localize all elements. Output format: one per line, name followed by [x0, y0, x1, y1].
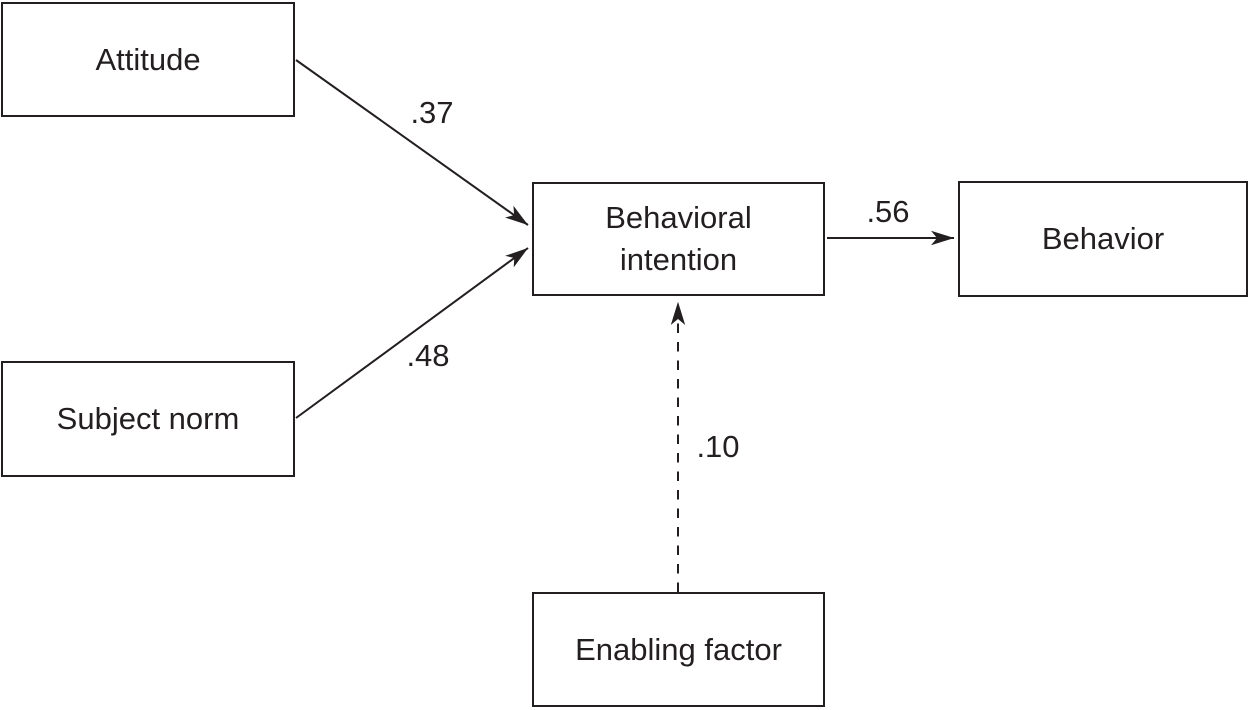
edge-subject-norm-to-intention-arrow — [295, 247, 529, 419]
node-behavior-label: Behavior — [1041, 221, 1165, 256]
node-enabling-factor: Enabling factor — [532, 592, 825, 707]
edge-attitude-to-intention-arrow — [295, 59, 529, 226]
coefficient-enabling-factor-to-intention: .10 — [696, 429, 740, 464]
coefficient-attitude-to-intention: .37 — [410, 95, 454, 130]
node-behavior: Behavior — [958, 181, 1248, 297]
node-behavioral-intention: Behavioral intention — [532, 182, 825, 296]
coefficient-subject-norm-to-intention: .48 — [406, 338, 450, 373]
node-enabling-factor-label: Enabling factor — [575, 631, 782, 667]
node-attitude-label: Attitude — [95, 41, 201, 77]
node-subject-norm: Subject norm — [1, 361, 295, 477]
coefficient-intention-to-behavior: .56 — [866, 194, 910, 229]
node-subject-norm-label: Subject norm — [56, 401, 240, 436]
node-behavioral-intention-label: Behavioral intention — [605, 200, 752, 277]
node-attitude: Attitude — [1, 2, 295, 117]
